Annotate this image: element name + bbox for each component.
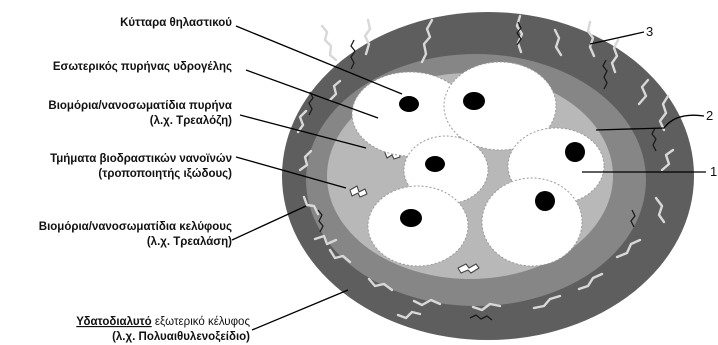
cell-nucleus <box>399 96 419 112</box>
label-outer-shell: Υδατοδιαλυτό εξωτερικό κέλυφος <box>76 316 250 328</box>
label-core-biomolecules: Βιομόρια/νανοσωματίδια πυρήνα <box>48 100 232 112</box>
cell-nucleus <box>400 209 422 227</box>
label-cells: Κύτταρα θηλαστικού <box>120 17 232 29</box>
label-outer-shell-underlined: Υδατοδιαλυτό <box>76 316 151 328</box>
cell-nucleus <box>425 156 445 172</box>
cell-nucleus <box>565 142 585 162</box>
label-segments: Τμήματα βιοδραστικών νανοϊνών <box>50 153 232 165</box>
label-core-biomolecules-example: (λ.χ. Τρεαλόζη) <box>150 115 232 127</box>
cell <box>482 178 582 266</box>
leader-outer-shell <box>252 290 348 330</box>
number-3: 3 <box>646 24 653 39</box>
number-2: 2 <box>706 108 713 123</box>
label-shell-biomolecules: Βιομόρια/νανοσωματίδια κελύφους <box>39 221 232 233</box>
label-outer-shell-example: (λ.χ. Πολυαιθυλενοξείδιο) <box>112 331 250 343</box>
label-outer-shell-rest: εξωτερικό κέλυφος <box>152 316 251 328</box>
label-inner-core: Εσωτερικός πυρήνας υδρογέλης <box>53 61 232 73</box>
number-1: 1 <box>710 164 717 179</box>
cell-nucleus <box>535 191 555 211</box>
cell <box>368 186 468 266</box>
capsule <box>282 12 694 340</box>
label-shell-biomolecules-example: (λ.χ. Τρεαλάση) <box>147 236 232 248</box>
label-segments-role: (τροποποιητής ιξώδους) <box>98 168 232 180</box>
cell-nucleus <box>463 92 485 110</box>
